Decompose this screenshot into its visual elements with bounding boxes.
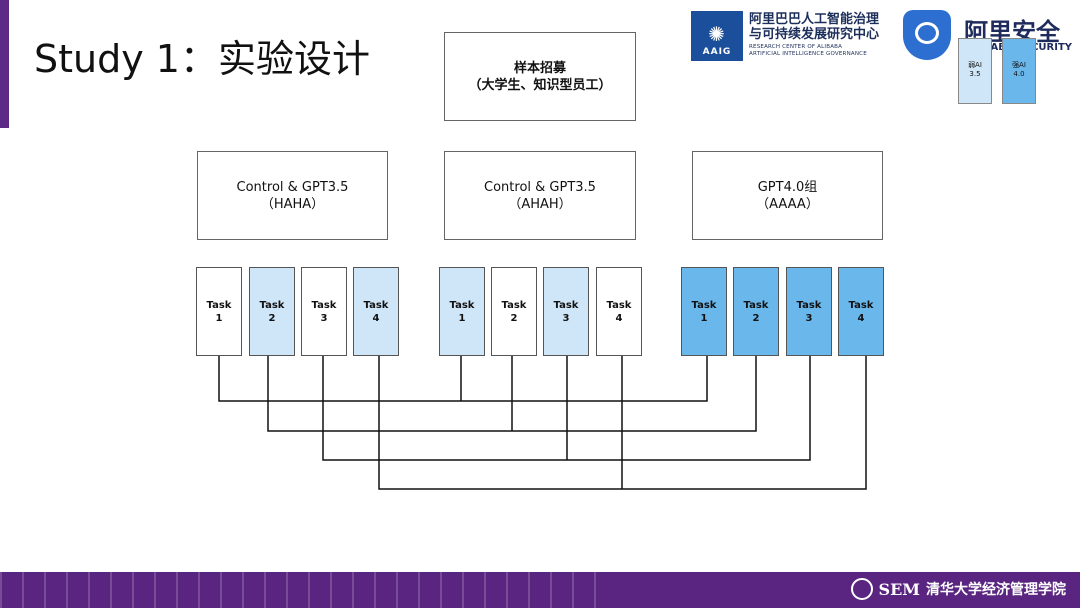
- group-title: Control & GPT3.5: [236, 179, 349, 195]
- shield-logo-icon: [903, 10, 951, 60]
- task-number: 4: [615, 312, 623, 324]
- task-number: 1: [700, 312, 708, 324]
- task-number: 2: [268, 312, 276, 324]
- group-code: （AAAA）: [756, 196, 819, 212]
- task-number: 3: [562, 312, 570, 324]
- recruitment-box: 样本招募 （大学生、知识型员工）: [444, 32, 636, 121]
- task-number: 3: [805, 312, 813, 324]
- task-number: 4: [372, 312, 380, 324]
- tsinghua-seal-icon: [850, 578, 873, 600]
- aaig-cn-name: 阿里巴巴人工智能治理 与可持续发展研究中心: [749, 12, 879, 42]
- recruitment-subtitle: （大学生、知识型员工）: [468, 77, 612, 93]
- task-label: Task: [796, 299, 822, 311]
- legend-label: 弱AI: [968, 61, 982, 69]
- task-number: 3: [320, 312, 328, 324]
- task-label: Task: [363, 299, 389, 311]
- footer-logo: SEM 清华大学经济管理学院: [850, 578, 1066, 600]
- task-label: Task: [501, 299, 527, 311]
- group-box-aaaa: GPT4.0组 （AAAA）: [692, 151, 883, 240]
- footer-sem: SEM: [878, 579, 920, 599]
- aaig-cn-line1: 阿里巴巴人工智能治理: [749, 12, 880, 27]
- task-label: Task: [848, 299, 874, 311]
- task-label: Task: [606, 299, 632, 311]
- legend-strong-ai: 强AI 4.0: [1002, 38, 1036, 104]
- footer-building-pattern: [0, 572, 600, 608]
- recruitment-title: 样本招募: [513, 60, 566, 76]
- aaig-cn-line2: 与可持续发展研究中心: [749, 27, 880, 42]
- task-label: Task: [553, 299, 579, 311]
- footer-school-name: 清华大学经济管理学院: [926, 582, 1066, 598]
- task-number: 2: [510, 312, 518, 324]
- task-number: 2: [752, 312, 760, 324]
- group-box-haha: Control & GPT3.5 （HAHA）: [197, 151, 388, 240]
- aaig-en-line1: RESEARCH CENTER OF ALIBABA: [749, 44, 843, 50]
- legend-label: 强AI: [1012, 61, 1026, 69]
- aaig-badge-text: AAIG: [702, 47, 732, 57]
- task-label: Task: [449, 299, 475, 311]
- legend-version: 3.5: [969, 70, 981, 78]
- footer-bar: SEM 清华大学经济管理学院: [0, 572, 1080, 608]
- group-code: （HAHA）: [260, 196, 325, 212]
- legend-version: 4.0: [1013, 70, 1025, 78]
- task-number: 1: [215, 312, 223, 324]
- accent-bar: [0, 0, 9, 128]
- task-label: Task: [259, 299, 285, 311]
- group-code: （AHAH）: [508, 196, 572, 212]
- aaig-en-name: RESEARCH CENTER OF ALIBABA ARTIFICIAL IN…: [749, 44, 867, 58]
- aaig-en-line2: ARTIFICIAL INTELLIGENCE GOVERNANCE: [749, 51, 867, 57]
- aaig-logo: ✺ AAIG 阿里巴巴人工智能治理 与可持续发展研究中心 RESEARCH CE…: [691, 11, 887, 61]
- group-box-ahah: Control & GPT3.5 （AHAH）: [444, 151, 636, 240]
- task-number: 4: [857, 312, 865, 324]
- slide-title: Study 1：实验设计: [34, 37, 370, 81]
- group-title: Control & GPT3.5: [484, 179, 596, 195]
- legend-weak-ai: 弱AI 3.5: [958, 38, 992, 104]
- task-label: Task: [311, 299, 337, 311]
- group-title: GPT4.0组: [757, 179, 818, 195]
- task-label: Task: [691, 299, 717, 311]
- task-label: Task: [743, 299, 769, 311]
- task1-connector: [218, 356, 708, 402]
- task-number: 1: [458, 312, 466, 324]
- aaig-logo-icon: ✺ AAIG: [691, 11, 743, 61]
- task-label: Task: [206, 299, 232, 311]
